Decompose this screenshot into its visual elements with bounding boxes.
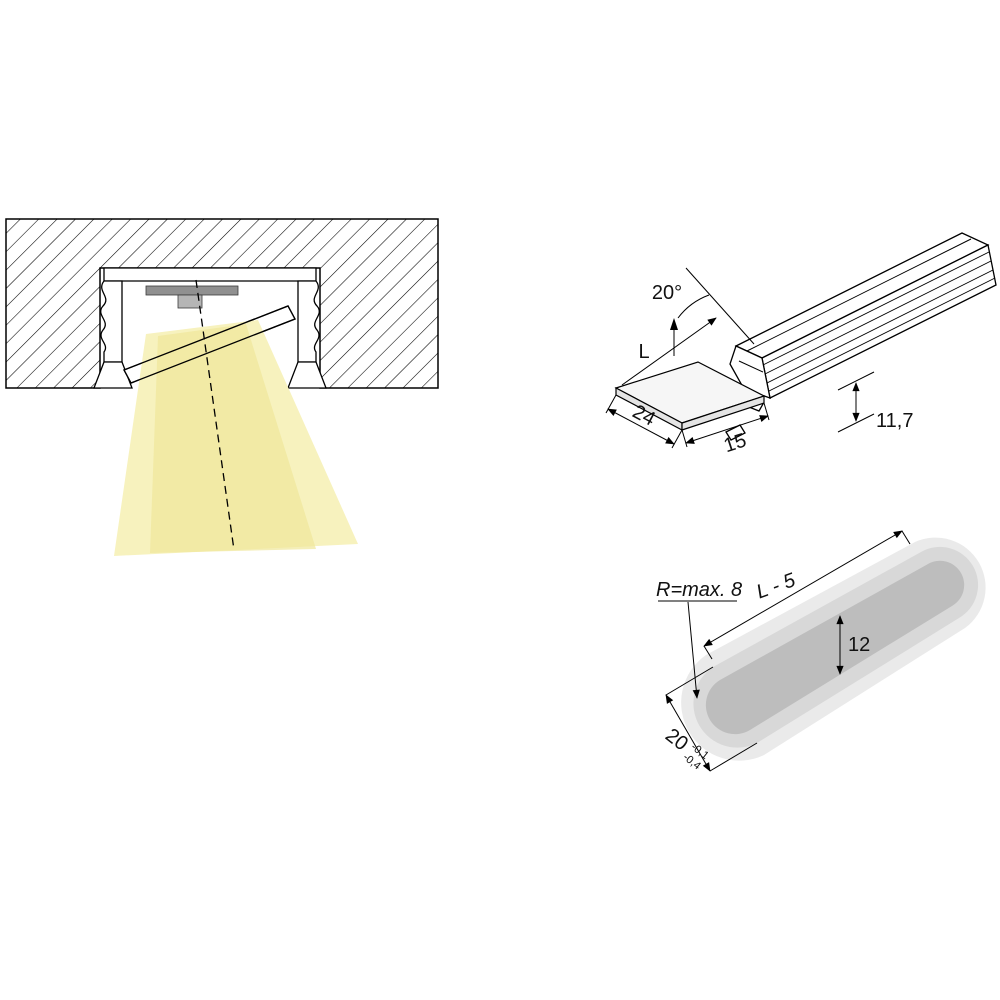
- dim-15-line: [685, 415, 769, 444]
- dim-angle-arrowhead: [670, 318, 678, 330]
- dim-groove-length-label: L - 5: [754, 569, 800, 604]
- dim-length-leader: [621, 317, 717, 386]
- dim-length-label: L: [638, 341, 649, 363]
- profile-rib-lines: [762, 251, 996, 392]
- profile-right-wall-clip: [297, 280, 320, 363]
- profile-end-face-detail-line: [738, 360, 764, 373]
- dim-groove-length-line: [703, 530, 903, 647]
- dim-24-ext-right: [671, 429, 683, 449]
- dim-height-tick-bottom: [837, 413, 875, 433]
- dim-radius-leader: [687, 601, 700, 699]
- dim-15-ext-left: [681, 429, 688, 448]
- dim-groove-width-ext-bottom: [709, 742, 758, 772]
- profile-top-seam-line: [744, 238, 972, 353]
- light-cone-inner: [150, 324, 316, 553]
- optical-axis-dashed-line: [195, 279, 235, 551]
- led-board: [145, 285, 239, 296]
- profile-left-wall-clip: [100, 280, 123, 363]
- figure-mounting-groove: R=max. 8 L - 5 12 20 -0,1 -0,4: [656, 530, 986, 772]
- profile-top-plate: [103, 267, 317, 282]
- profile-left-foot: [93, 361, 133, 389]
- dim-groove-length-tick-left: [703, 645, 713, 660]
- dim-groove-width-ext-top: [665, 666, 714, 696]
- diffuser-cover-outline: [123, 305, 296, 384]
- dim-angle-face-extension-line: [685, 267, 755, 345]
- dim-angle-label: 20°: [652, 282, 682, 304]
- figure-profile-isometric: L 20° 24 15 11,7: [605, 232, 997, 457]
- dim-groove-length-tick-right: [901, 530, 911, 545]
- dim-height-label: 11,7: [876, 410, 913, 432]
- dim-height-tick-top: [837, 371, 875, 391]
- dim-floor-width-label: 12: [848, 634, 870, 656]
- hatched-panel-section: [5, 218, 439, 389]
- dim-angle-arc: [677, 294, 710, 319]
- figure-installation-cross-section: [5, 218, 439, 556]
- dim-24-line: [607, 408, 675, 445]
- dim-radius-label: R=max. 8: [656, 579, 742, 601]
- led-module-block: [177, 294, 203, 309]
- dim-groove-width-line: [665, 694, 711, 772]
